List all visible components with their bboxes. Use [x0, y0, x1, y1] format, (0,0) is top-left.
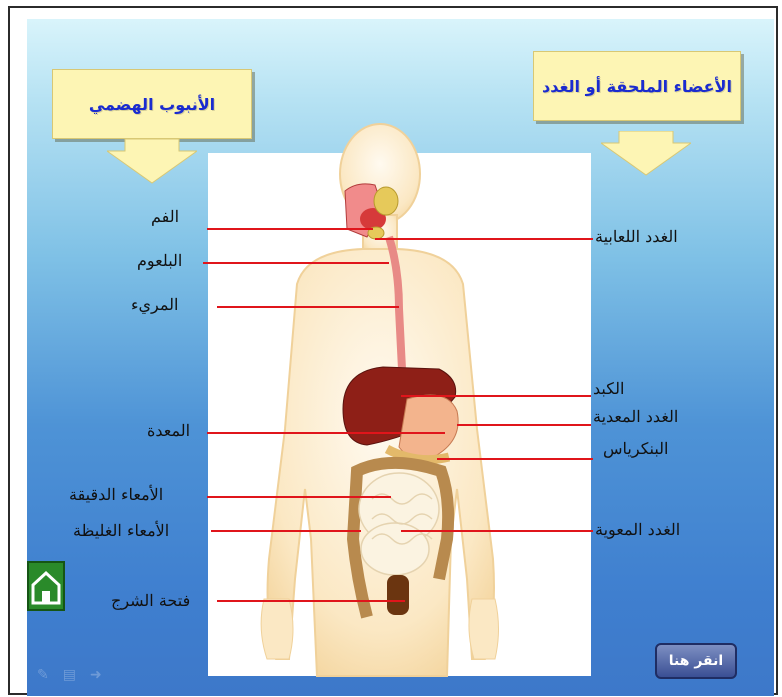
slide: الأنبوب الهضمي الأعضاء الملحقة أو الغدد …	[27, 19, 774, 696]
label-large-intestine: الأمعاء الغليظة	[73, 521, 169, 540]
right-callout-text: الأعضاء الملحقة أو الغدد	[542, 77, 732, 96]
down-arrow-icon	[601, 131, 691, 176]
label-mouth: الفم	[151, 207, 179, 226]
label-small-intestine: الأمعاء الدقيقة	[69, 485, 163, 504]
screen-frame: الأنبوب الهضمي الأعضاء الملحقة أو الغدد …	[8, 6, 778, 695]
label-anus: فتحة الشرج	[111, 591, 190, 610]
label-esophagus: المريء	[131, 295, 178, 314]
next-arrow-icon[interactable]: ➜	[90, 667, 102, 683]
label-pharynx: البلعوم	[137, 251, 182, 270]
click-here-button[interactable]: انقر هنا	[655, 643, 737, 679]
left-callout-text: الأنبوب الهضمي	[89, 95, 215, 114]
label-intestinal-glands: الغدد المعوية	[595, 520, 680, 539]
right-callout-box: الأعضاء الملحقة أو الغدد	[533, 51, 741, 121]
home-icon	[29, 563, 63, 609]
slide-nav-icons: ✎ ▤ ➜	[37, 667, 102, 683]
rectum	[387, 575, 409, 615]
label-stomach: المعدة	[147, 421, 190, 440]
menu-icon[interactable]: ▤	[63, 667, 76, 683]
down-arrow-icon	[107, 139, 197, 184]
home-button[interactable]	[27, 561, 65, 611]
label-salivary-glands: الغدد اللعابية	[595, 227, 678, 246]
pen-icon[interactable]: ✎	[37, 667, 49, 683]
label-gastric-glands: الغدد المعدية	[593, 407, 678, 426]
left-callout-box: الأنبوب الهضمي	[52, 69, 252, 139]
click-here-label: انقر هنا	[669, 653, 723, 669]
label-pancreas: البنكرياس	[603, 439, 669, 458]
label-liver: الكبد	[593, 379, 624, 398]
